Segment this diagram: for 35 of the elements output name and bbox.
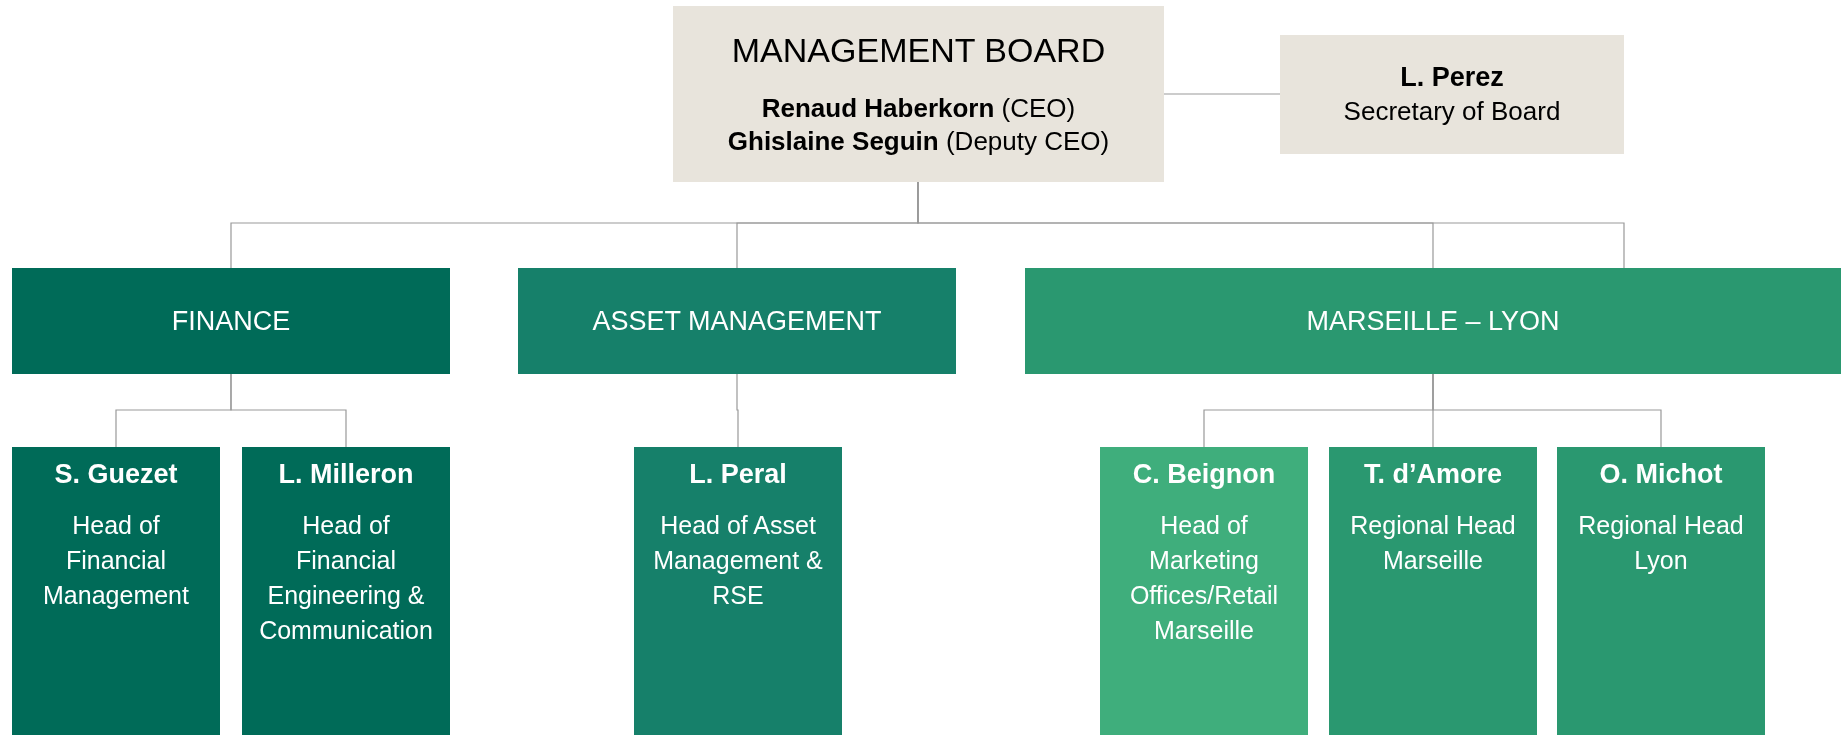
person-name: L. Perez (1400, 61, 1504, 93)
department-title: MARSEILLE – LYON (1306, 305, 1560, 337)
role-text: Regional Head Marseille (1349, 510, 1517, 576)
connector-line (736, 373, 739, 448)
person-box (12, 447, 220, 735)
person-name: S. Guezet (54, 459, 178, 490)
connector-line (230, 373, 347, 448)
person-box (1557, 447, 1765, 735)
role-text: Head of Asset Management & RSE (652, 510, 824, 611)
person-box (1329, 447, 1537, 735)
role-text: Head of Marketing Offices/Retail Marseille (1128, 510, 1280, 646)
department-title: FINANCE (171, 305, 291, 337)
person-name: T. d’Amore (1364, 459, 1502, 490)
person-box (242, 447, 450, 735)
role-text: Regional Head Lyon (1577, 510, 1745, 576)
person-name: L. Milleron (278, 459, 414, 490)
department-box (1025, 268, 1841, 374)
connector-line (1432, 373, 1662, 448)
department-box (12, 268, 450, 374)
person-box (634, 447, 842, 735)
person-name: C. Beignon (1132, 459, 1276, 490)
person-name: O. Michot (1599, 459, 1723, 490)
member-name: Ghislaine Seguin (Deputy CEO) (727, 124, 1110, 157)
board-box (673, 6, 1164, 182)
role-text: Secretary of Board (1343, 94, 1561, 128)
role-text: Head of Financial Management (42, 510, 190, 611)
role-text: Head of Financial Engineering & Communication (258, 510, 434, 646)
person-box (1280, 35, 1624, 154)
connector-line (1163, 93, 1281, 95)
board-title: MANAGEMENT BOARD (731, 31, 1106, 70)
person-name: L. Peral (689, 459, 787, 490)
department-title: ASSET MANAGEMENT (592, 305, 882, 337)
person-box (1100, 447, 1308, 735)
department-box (518, 268, 956, 374)
member-name: Renaud Haberkorn (CEO) (761, 92, 1076, 125)
